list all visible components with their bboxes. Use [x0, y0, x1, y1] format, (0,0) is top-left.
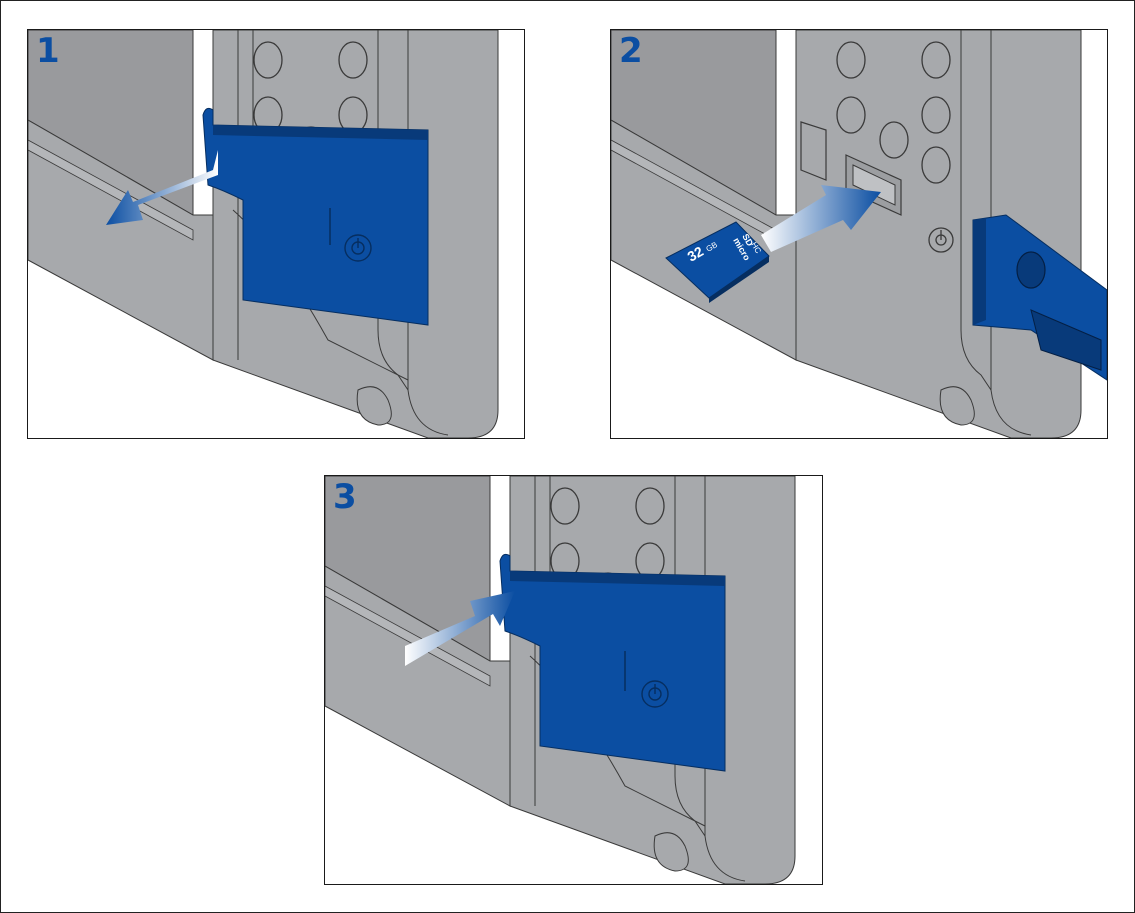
arrow-pull-icon — [106, 150, 218, 225]
step-label: 1 — [36, 31, 60, 71]
panel-step-1: 1 — [27, 29, 525, 439]
cover-flap — [499, 553, 726, 772]
microsd-card: 32 GB micro SD HC — [665, 221, 770, 303]
power-icon — [641, 680, 669, 708]
card-slot — [845, 154, 902, 216]
card-capacity: 32 — [685, 243, 707, 265]
device-illustration-3 — [325, 476, 796, 884]
panel-step-3: 3 — [324, 475, 823, 885]
panel-step-2: 32 GB micro SD HC 2 — [610, 29, 1108, 439]
power-icon — [344, 234, 372, 262]
cover-flap — [202, 107, 429, 326]
step-label: 3 — [333, 477, 357, 517]
device-illustration-1 — [28, 30, 499, 438]
keypad — [836, 41, 951, 184]
device-illustration-2: 32 GB micro SD HC — [611, 30, 1107, 438]
arrow-push-icon — [405, 591, 515, 666]
arrow-insert-icon — [761, 185, 881, 252]
power-icon — [928, 227, 954, 253]
step-label: 2 — [619, 31, 643, 71]
